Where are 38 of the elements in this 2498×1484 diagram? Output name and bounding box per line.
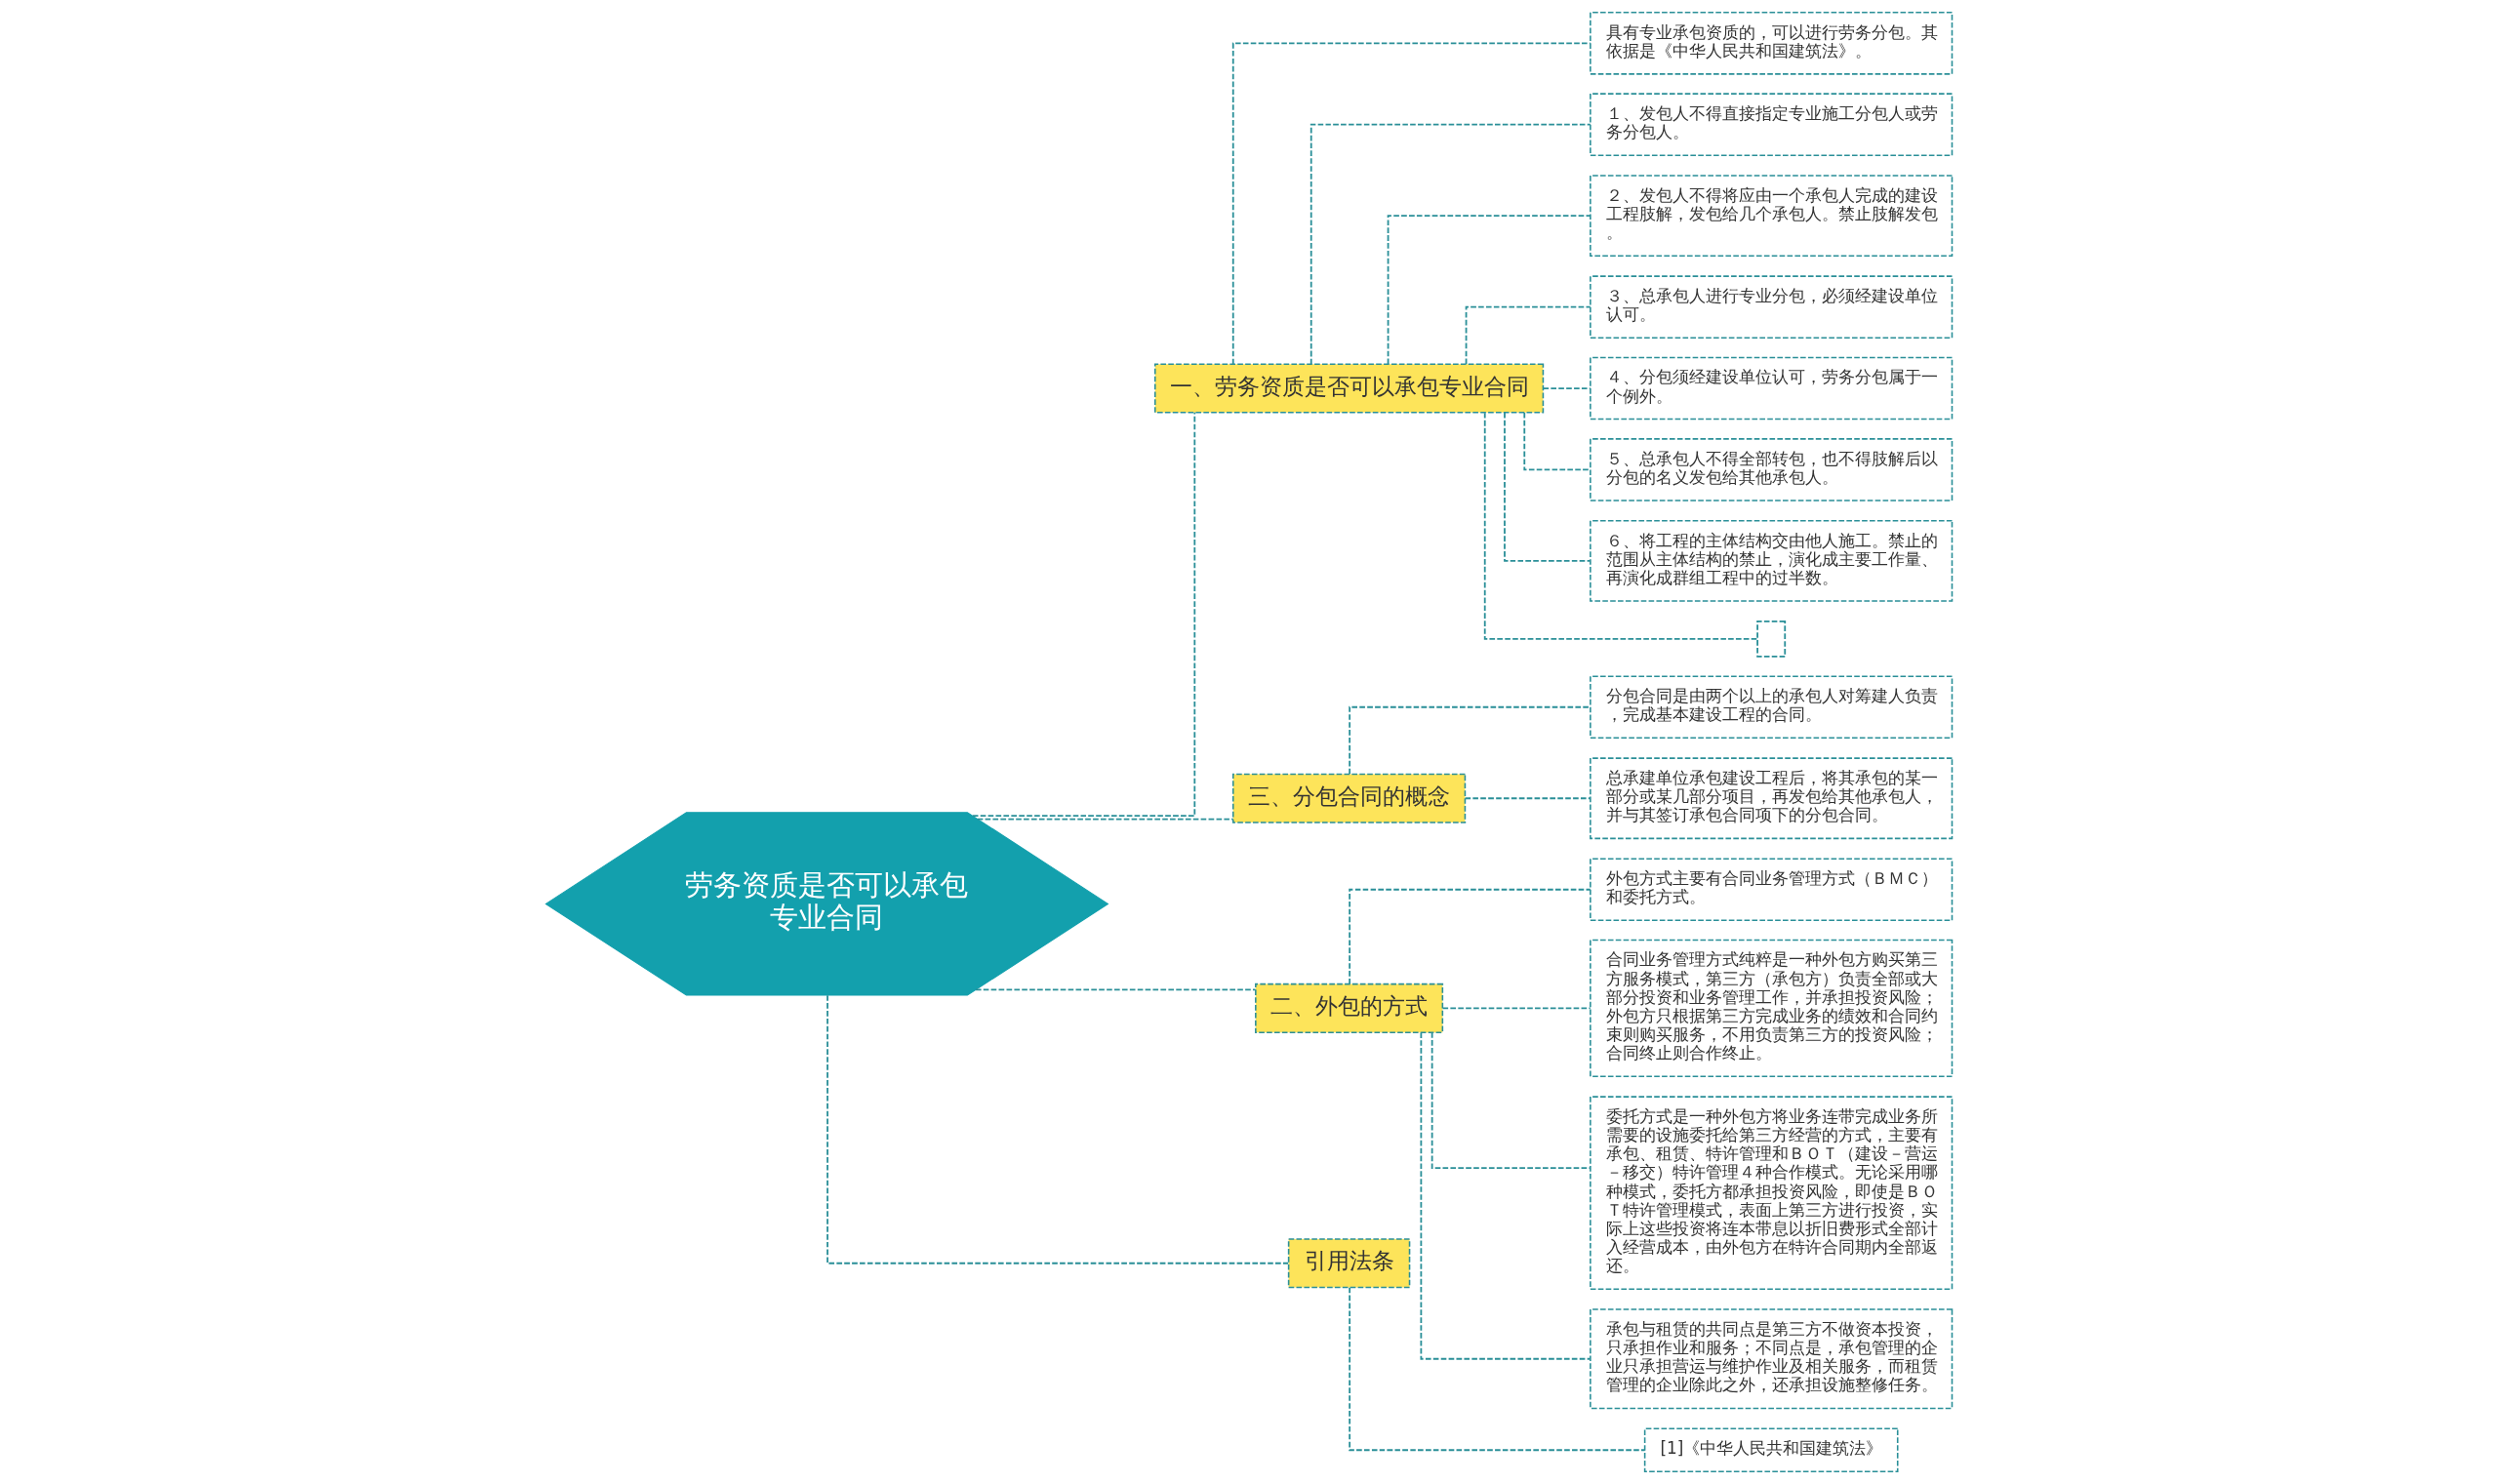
- node-box: １、发包人不得直接指定专业施工分包人或劳务分包人。: [1590, 93, 1954, 156]
- node-box: ４、分包须经建设单位认可，劳务分包属于一个例外。: [1590, 356, 1954, 421]
- connector: [1441, 1007, 1591, 1010]
- node-box: 一、劳务资质是否可以承包专业合同: [1153, 363, 1545, 414]
- connector: [1523, 412, 1591, 471]
- node-box: ３、总承包人进行专业分包，必须经建设单位认可。: [1590, 275, 1954, 339]
- node-box: ６、将工程的主体结构交由他人施工。禁止的范围从主体结构的禁止，演化成主要工作量、再演化成群组工程中的过半数。: [1590, 520, 1954, 602]
- connector: [1483, 412, 1758, 640]
- node-box: ２、发包人不得将应由一个承包人完成的建设工程肢解，发包给几个承包人。禁止肢解发包。: [1590, 175, 1954, 258]
- connector: [1231, 42, 1591, 366]
- node-box: 引用法条: [1287, 1238, 1411, 1289]
- connector: [1420, 1031, 1591, 1360]
- connector: [1349, 1286, 1646, 1452]
- node-box: 委托方式是一种外包方将业务连带完成业务所需要的设施委托给第三方经营的方式，主要有承包、租赁、特许管理和ＢＯＴ（建设－营运－移交）特许管理４种合作模式。无论采用哪种模式，委托方都承担投资风险，即使是ＢＯＴ特许管理模式，表面上第三方进行投资，实际上这些投资将连本带息以折旧费形式全部计入经营成本，由外包方在特许合同期内全部返还。: [1590, 1096, 1954, 1290]
- connector: [975, 988, 1257, 991]
- node-box: 外包方式主要有合同业务管理方式（ＢＭＣ）和委托方式。: [1590, 858, 1954, 922]
- connector: [1465, 305, 1591, 365]
- connector: [1387, 215, 1591, 365]
- connector: [1349, 888, 1591, 985]
- node-box: 承包与租赁的共同点是第三方不做资本投资，只承担作业和服务；不同点是，承包管理的企业只承担营运与维护作业及相关服务，而租赁管理的企业除此之外，还承担设施整修任务。: [1590, 1308, 1954, 1410]
- connector: [1309, 123, 1591, 365]
- connector: [1504, 412, 1591, 562]
- node-box: 总承建单位承包建设工程后，将其承包的某一部分或某几部分项目，再发包给其他承包人，并与其签订承包合同项下的分包合同。: [1590, 757, 1954, 840]
- node-box: 分包合同是由两个以上的承包人对筹建人负责，完成基本建设工程的合同。: [1590, 675, 1954, 740]
- node-box: 二、外包的方式: [1255, 983, 1444, 1033]
- connector: [976, 818, 1234, 821]
- node-box: [1]《中华人民共和国建筑法》: [1643, 1427, 1899, 1473]
- node-box: 合同业务管理方式纯粹是一种外包方购买第三方服务模式，第三方（承包方）负责全部或大部分投资和业务管理工作，并承担投资风险；外包方只根据第三方完成业务的绩效和合同约束则购买服务，不用负责第三方的投资风险；合同终止则合作终止。: [1590, 939, 1954, 1078]
- connector: [972, 411, 1196, 817]
- connector: [1430, 1031, 1591, 1169]
- node-box: 具有专业承包资质的，可以进行劳务分包。其依据是《中华人民共和国建筑法》。: [1590, 11, 1954, 75]
- connector: [1542, 387, 1591, 389]
- node-box: [1756, 620, 1787, 658]
- node-box: 三、分包合同的概念: [1231, 773, 1467, 823]
- connector: [1464, 797, 1591, 800]
- connector: [1349, 705, 1591, 776]
- node-box: ５、总承包人不得全部转包，也不得肢解后以分包的名义发包给其他承包人。: [1590, 438, 1954, 501]
- connector: [826, 994, 1290, 1264]
